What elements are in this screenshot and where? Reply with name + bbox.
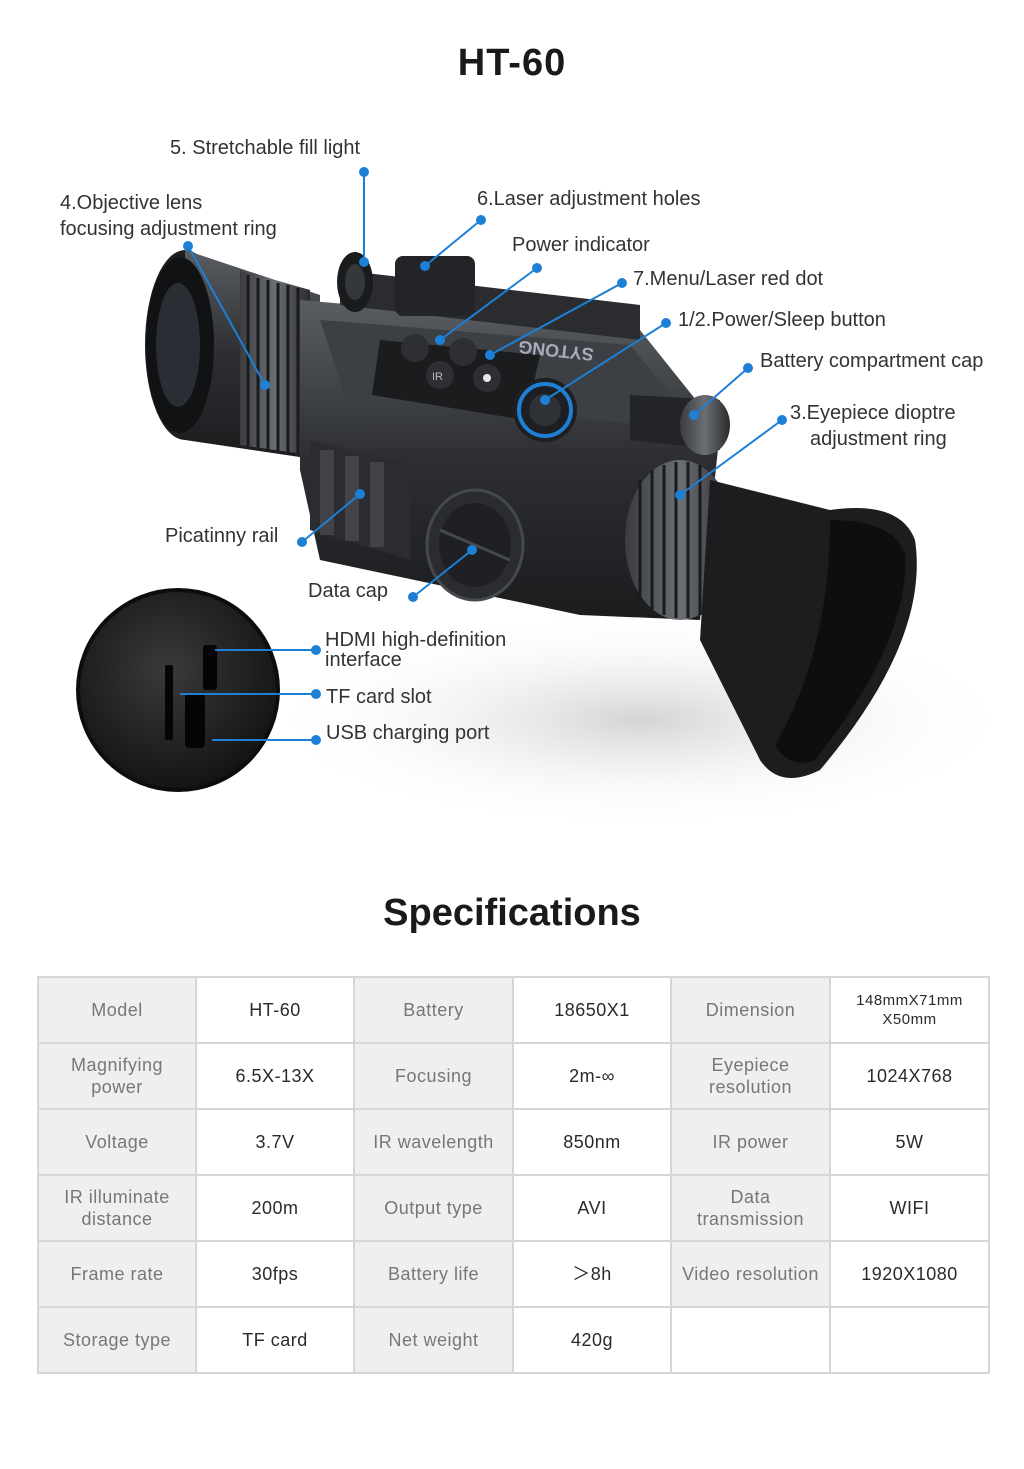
product-diagram: IR SYTONG bbox=[76, 167, 1020, 830]
spec-label: Output type bbox=[353, 1174, 514, 1242]
leader-lines bbox=[180, 167, 787, 745]
spec-value: 6.5X-13X bbox=[195, 1042, 355, 1110]
table-row: Voltage 3.7V IR wavelength 850nm IR powe… bbox=[37, 1108, 990, 1176]
callout-fill-light: 5. Stretchable fill light bbox=[170, 137, 361, 159]
table-row: Frame rate 30fps Battery life ＞8h Video … bbox=[37, 1240, 990, 1308]
spec-value: 850nm bbox=[512, 1108, 672, 1176]
spec-label: Magnifying power bbox=[37, 1042, 197, 1110]
callout-eyepiece-line2: adjustment ring bbox=[810, 428, 947, 450]
callout-laser-holes: 6.Laser adjustment holes bbox=[477, 188, 701, 210]
spec-value: 2m-∞ bbox=[512, 1042, 672, 1110]
callout-objective-lens-line2: focusing adjustment ring bbox=[60, 218, 277, 240]
objective-lens bbox=[145, 250, 320, 460]
spec-value: AVI bbox=[512, 1174, 672, 1242]
spec-value: 420g bbox=[512, 1306, 672, 1374]
spec-label: Focusing bbox=[353, 1042, 514, 1110]
spec-label: Battery bbox=[353, 976, 514, 1044]
spec-value: 30fps bbox=[195, 1240, 355, 1308]
fill-light bbox=[337, 252, 640, 340]
spec-value: ＞8h bbox=[512, 1240, 672, 1308]
spec-label bbox=[670, 1306, 831, 1374]
power-button bbox=[513, 378, 577, 442]
picatinny-rail bbox=[310, 440, 410, 560]
callout-data-cap: Data cap bbox=[308, 580, 389, 602]
spec-value: 200m bbox=[195, 1174, 355, 1242]
spec-value bbox=[829, 1306, 990, 1374]
battery-cap bbox=[630, 395, 730, 455]
spec-label: Eyepiece resolution bbox=[670, 1042, 831, 1110]
spec-value: 18650X1 bbox=[512, 976, 672, 1044]
spec-label: Frame rate bbox=[37, 1240, 197, 1308]
spec-label: Storage type bbox=[37, 1306, 197, 1374]
callout-objective-lens: 4.Objective lens focusing adjustment rin… bbox=[60, 190, 320, 242]
spec-value: 1024X768 bbox=[829, 1042, 990, 1110]
callout-usb: USB charging port bbox=[326, 722, 490, 744]
callout-battery-cap: Battery compartment cap bbox=[760, 350, 984, 372]
spec-label: Data transmission bbox=[670, 1174, 831, 1242]
spec-value: TF card bbox=[195, 1306, 355, 1374]
spec-value: 1920X1080 bbox=[829, 1240, 990, 1308]
callout-hdmi-line2: interface bbox=[325, 649, 402, 671]
data-cap bbox=[425, 488, 525, 602]
callout-tf-slot: TF card slot bbox=[326, 686, 432, 708]
callout-power-indicator: Power indicator bbox=[512, 234, 650, 256]
spec-label: Model bbox=[37, 976, 197, 1044]
spec-value: WIFI bbox=[829, 1174, 990, 1242]
spec-label: Battery life bbox=[353, 1240, 514, 1308]
specs-title: Specifications bbox=[383, 892, 641, 934]
callout-eyepiece: 3.Eyepiece dioptre adjustment ring bbox=[790, 400, 1010, 452]
callout-picatinny: Picatinny rail bbox=[165, 525, 279, 547]
callout-eyepiece-line1: 3.Eyepiece dioptre bbox=[790, 402, 956, 424]
spec-label: IR power bbox=[670, 1108, 831, 1176]
table-row: IR illuminate distance 200m Output type … bbox=[37, 1174, 990, 1242]
data-cap-inset bbox=[76, 588, 280, 792]
callout-hdmi-line1: HDMI high-definition bbox=[325, 629, 507, 651]
table-row: Model HT-60 Battery 18650X1 Dimension 14… bbox=[37, 976, 990, 1044]
callout-objective-lens-line1: 4.Objective lens bbox=[60, 192, 203, 214]
button-panel: IR bbox=[372, 334, 540, 420]
spec-label: Net weight bbox=[353, 1306, 514, 1374]
spec-label: Voltage bbox=[37, 1108, 197, 1176]
spec-value: 3.7V bbox=[195, 1108, 355, 1176]
page-title: HT-60 bbox=[457, 42, 567, 84]
spec-label: IR wavelength bbox=[353, 1108, 514, 1176]
spec-value: HT-60 bbox=[195, 976, 355, 1044]
callout-power-sleep: 1/2.Power/Sleep button bbox=[678, 309, 886, 331]
callout-hdmi: HDMI high-definition interface bbox=[325, 630, 585, 670]
table-row: Storage type TF card Net weight 420g bbox=[37, 1306, 990, 1374]
eyecup bbox=[700, 480, 917, 778]
spec-label: Video resolution bbox=[670, 1240, 831, 1308]
spec-label: IR illuminate distance bbox=[37, 1174, 197, 1242]
spec-value: 5W bbox=[829, 1108, 990, 1176]
table-row: Magnifying power 6.5X-13X Focusing 2m-∞ … bbox=[37, 1042, 990, 1110]
spec-label: Dimension bbox=[670, 976, 831, 1044]
specs-table: Model HT-60 Battery 18650X1 Dimension 14… bbox=[37, 976, 990, 1374]
spec-value: 148mmX71mm X50mm bbox=[829, 976, 990, 1044]
callout-menu-laser: 7.Menu/Laser red dot bbox=[633, 268, 824, 290]
ir-button-label: IR bbox=[432, 371, 443, 383]
